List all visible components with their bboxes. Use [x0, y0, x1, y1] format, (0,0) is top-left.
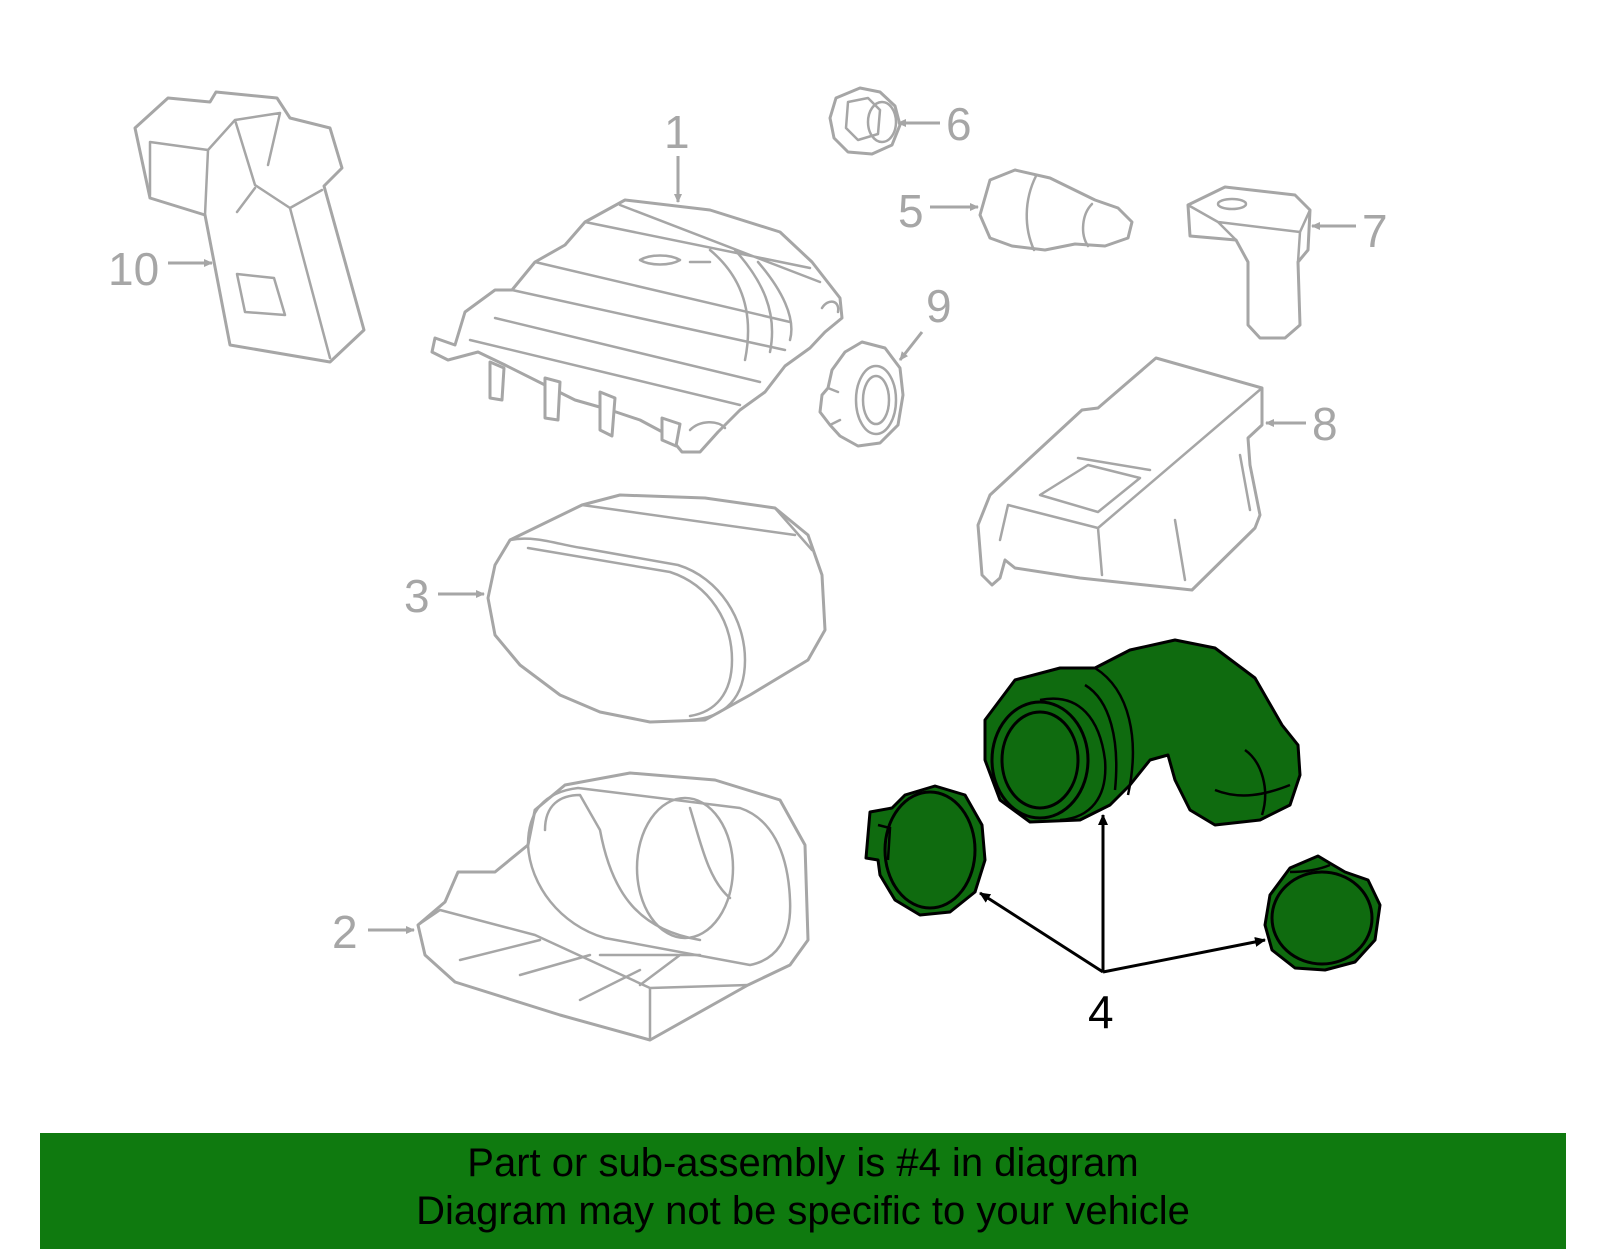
callout-3: 3: [404, 570, 485, 622]
part-4-clamp-right[interactable]: [1263, 854, 1382, 972]
callout-1: 1: [664, 106, 690, 203]
part-10-sensor[interactable]: [133, 90, 366, 364]
part-4-clamp-left[interactable]: [864, 784, 987, 917]
svg-text:9: 9: [926, 280, 952, 332]
callout-5: 5: [898, 185, 979, 237]
callout-10: 10: [108, 243, 213, 295]
callout-4: 4: [979, 814, 1266, 1038]
part-5-plug[interactable]: [978, 168, 1134, 252]
svg-text:8: 8: [1312, 398, 1338, 450]
part-3-filter[interactable]: [486, 493, 827, 724]
info-banner: Part or sub-assembly is #4 in diagram Di…: [40, 1133, 1566, 1249]
part-7-sensor[interactable]: [1186, 185, 1312, 340]
banner-line-2: Diagram may not be specific to your vehi…: [416, 1189, 1190, 1233]
part-4-duct-assembly[interactable]: [983, 638, 1302, 827]
svg-text:4: 4: [1088, 986, 1114, 1038]
parts-diagram: 10 1 6 5: [108, 86, 1388, 1042]
part-9-grommet[interactable]: [818, 340, 905, 448]
svg-text:3: 3: [404, 570, 430, 622]
callout-2: 2: [332, 906, 415, 958]
svg-text:2: 2: [332, 906, 358, 958]
svg-text:7: 7: [1362, 205, 1388, 257]
svg-text:5: 5: [898, 185, 924, 237]
part-1-cover[interactable]: [430, 198, 844, 454]
part-6-nut[interactable]: [828, 86, 902, 156]
callout-7: 7: [1311, 205, 1388, 257]
callout-9: 9: [898, 280, 952, 361]
svg-text:6: 6: [946, 98, 972, 150]
part-2-airbox[interactable]: [416, 771, 810, 1042]
callout-8: 8: [1265, 398, 1338, 450]
callout-6: 6: [897, 98, 972, 150]
svg-text:10: 10: [108, 243, 159, 295]
part-8-module[interactable]: [976, 356, 1264, 592]
banner-line-1: Part or sub-assembly is #4 in diagram: [467, 1141, 1139, 1185]
svg-text:1: 1: [664, 106, 690, 158]
